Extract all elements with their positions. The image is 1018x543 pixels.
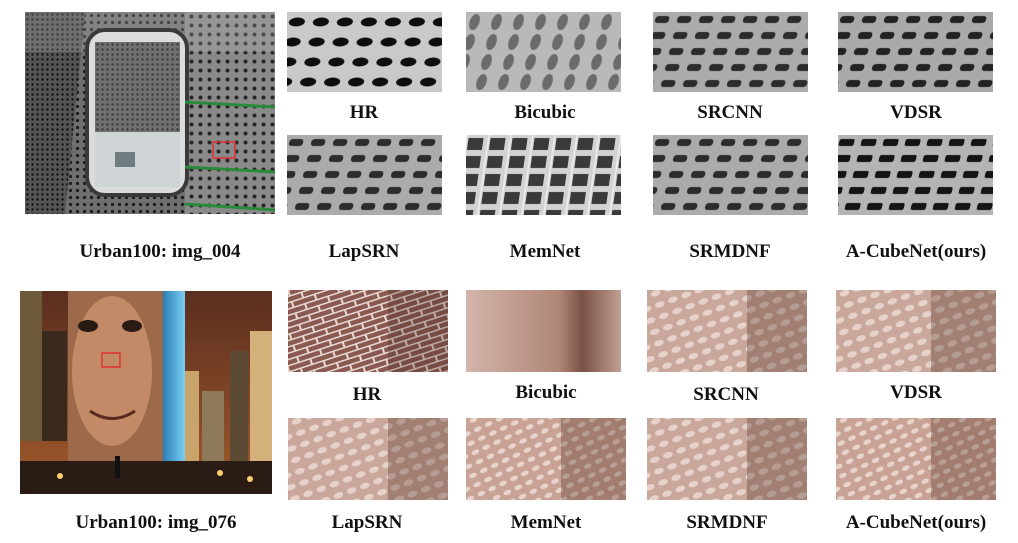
img004-label-lapsrn: LapSRN <box>328 241 400 262</box>
img076-label-srcnn: SRCNN <box>693 384 759 405</box>
img076-crop-acubenet <box>836 418 996 500</box>
img004-label-bicubic: Bicubic <box>514 102 576 123</box>
img004-crop-bicubic <box>466 12 621 92</box>
img004-full-image <box>25 12 275 214</box>
img076-crop-lapsrn <box>288 418 448 500</box>
img004-crop-hr <box>287 12 442 92</box>
img004-label-srcnn: SRCNN <box>697 102 763 123</box>
img076-crop-hr <box>288 290 448 372</box>
img076-crop-bicubic <box>466 290 621 372</box>
img004-crop-srcnn <box>653 12 808 92</box>
img004-label-hr: HR <box>349 102 379 123</box>
img004-dataset-label: Urban100: img_004 <box>79 241 241 262</box>
img004-crop-lapsrn <box>287 135 442 215</box>
img076-label-vdsr: VDSR <box>890 382 942 403</box>
img076-crop-srcnn <box>647 290 807 372</box>
img076-crop-vdsr <box>836 290 996 372</box>
img004-crop-memnet <box>466 135 621 215</box>
img076-dataset-label: Urban100: img_076 <box>75 512 237 533</box>
img004-crop-srmdnf <box>653 135 808 215</box>
img076-label-memnet: MemNet <box>510 512 582 533</box>
img004-crop-vdsr <box>838 12 993 92</box>
img076-full-image <box>20 291 272 494</box>
img004-label-srmdnf: SRMDNF <box>689 241 771 262</box>
img076-label-lapsrn: LapSRN <box>331 512 403 533</box>
img076-label-srmdnf: SRMDNF <box>686 512 768 533</box>
img004-label-vdsr: VDSR <box>890 102 942 123</box>
img076-label-acubenet: A-CubeNet(ours) <box>845 512 987 533</box>
img076-crop-memnet <box>466 418 626 500</box>
img004-label-memnet: MemNet <box>509 241 581 262</box>
img004-label-acubenet: A-CubeNet(ours) <box>845 241 987 262</box>
img076-label-bicubic: Bicubic <box>515 382 577 403</box>
img076-crop-srmdnf <box>647 418 807 500</box>
img004-crop-acubenet <box>838 135 993 215</box>
img076-label-hr: HR <box>352 384 382 405</box>
